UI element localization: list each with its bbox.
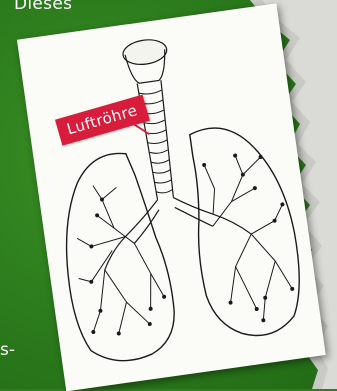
lungs-illustration [17, 3, 326, 391]
illustration-card: Luftröhre [17, 3, 326, 391]
